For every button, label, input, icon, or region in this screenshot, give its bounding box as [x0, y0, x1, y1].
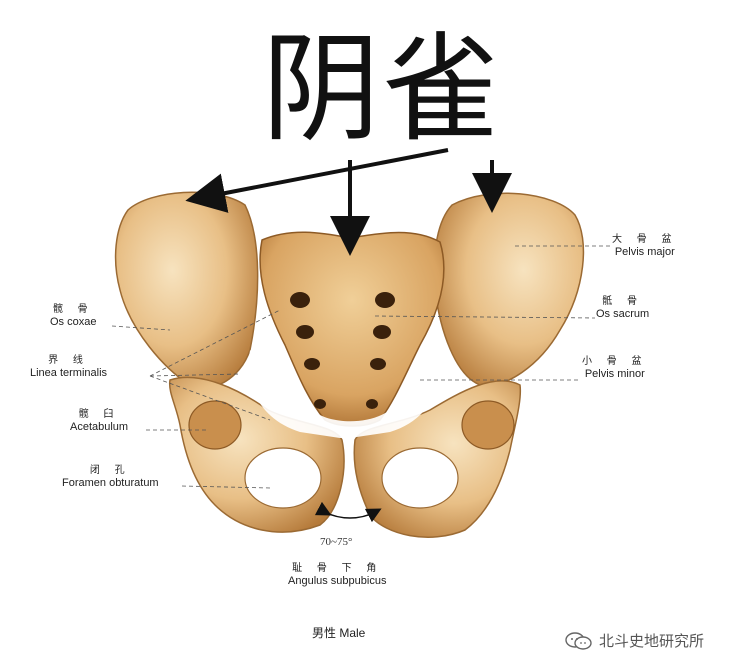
label-pelvis-major: 大 骨 盆 Pelvis major [612, 233, 678, 259]
watermark-text: 北斗史地研究所 [599, 632, 705, 650]
label-pelvis-minor-en: Pelvis minor [584, 368, 645, 380]
label-angulus-subpubicus-en: Angulus subpubicus [288, 575, 387, 587]
label-acetabulum: 髋 臼 Acetabulum [70, 408, 128, 434]
label-acetabulum-zh: 髋 臼 [78, 409, 120, 420]
label-pelvis-major-zh: 大 骨 盆 [612, 234, 678, 245]
right-ilium [433, 192, 585, 387]
label-pelvis-major-en: Pelvis major [614, 246, 675, 258]
label-os-sacrum-en: Os sacrum [596, 308, 650, 320]
label-os-sacrum-zh: 骶 骨 [602, 296, 643, 307]
label-os-sacrum: 骶 骨 Os sacrum [596, 295, 649, 321]
wechat-icon [565, 631, 592, 650]
label-acetabulum-en: Acetabulum [70, 421, 129, 433]
right-acetabulum [461, 400, 515, 450]
left-acetabulum [188, 400, 242, 450]
label-foramen-obturatum-zh: 闭 孔 [89, 465, 131, 476]
watermark: 北斗史地研究所 [565, 630, 704, 651]
left-obturator-foramen [244, 447, 322, 509]
label-os-coxae-zh: 髋 骨 [52, 304, 94, 315]
label-os-coxae-en: Os coxae [50, 316, 97, 328]
label-linea-terminalis-en: Linea terminalis [30, 367, 108, 379]
label-linea-terminalis-zh: 界 线 [48, 355, 89, 366]
label-pelvis-minor: 小 骨 盆 Pelvis minor [582, 355, 648, 381]
right-obturator-foramen [381, 447, 459, 509]
label-pelvis-minor-zh: 小 骨 盆 [582, 356, 648, 367]
left-ilium [114, 191, 259, 389]
label-os-coxae: 髋 骨 Os coxae [50, 303, 96, 329]
label-angulus-subpubicus-zh: 耻 骨 下 角 [292, 563, 383, 574]
label-foramen-obturatum-en: Foramen obturatum [62, 477, 159, 489]
label-linea-terminalis: 界 线 Linea terminalis [30, 354, 107, 380]
label-angulus-subpubicus: 耻 骨 下 角 Angulus subpubicus [288, 562, 386, 588]
label-foramen-obturatum: 闭 孔 Foramen obturatum [62, 464, 159, 490]
page-title: 阴雀 [262, 20, 503, 158]
arrow-left [185, 148, 449, 213]
figure-caption: 男性 Male [312, 626, 366, 640]
angle-range-label: 70~75° [320, 536, 353, 548]
